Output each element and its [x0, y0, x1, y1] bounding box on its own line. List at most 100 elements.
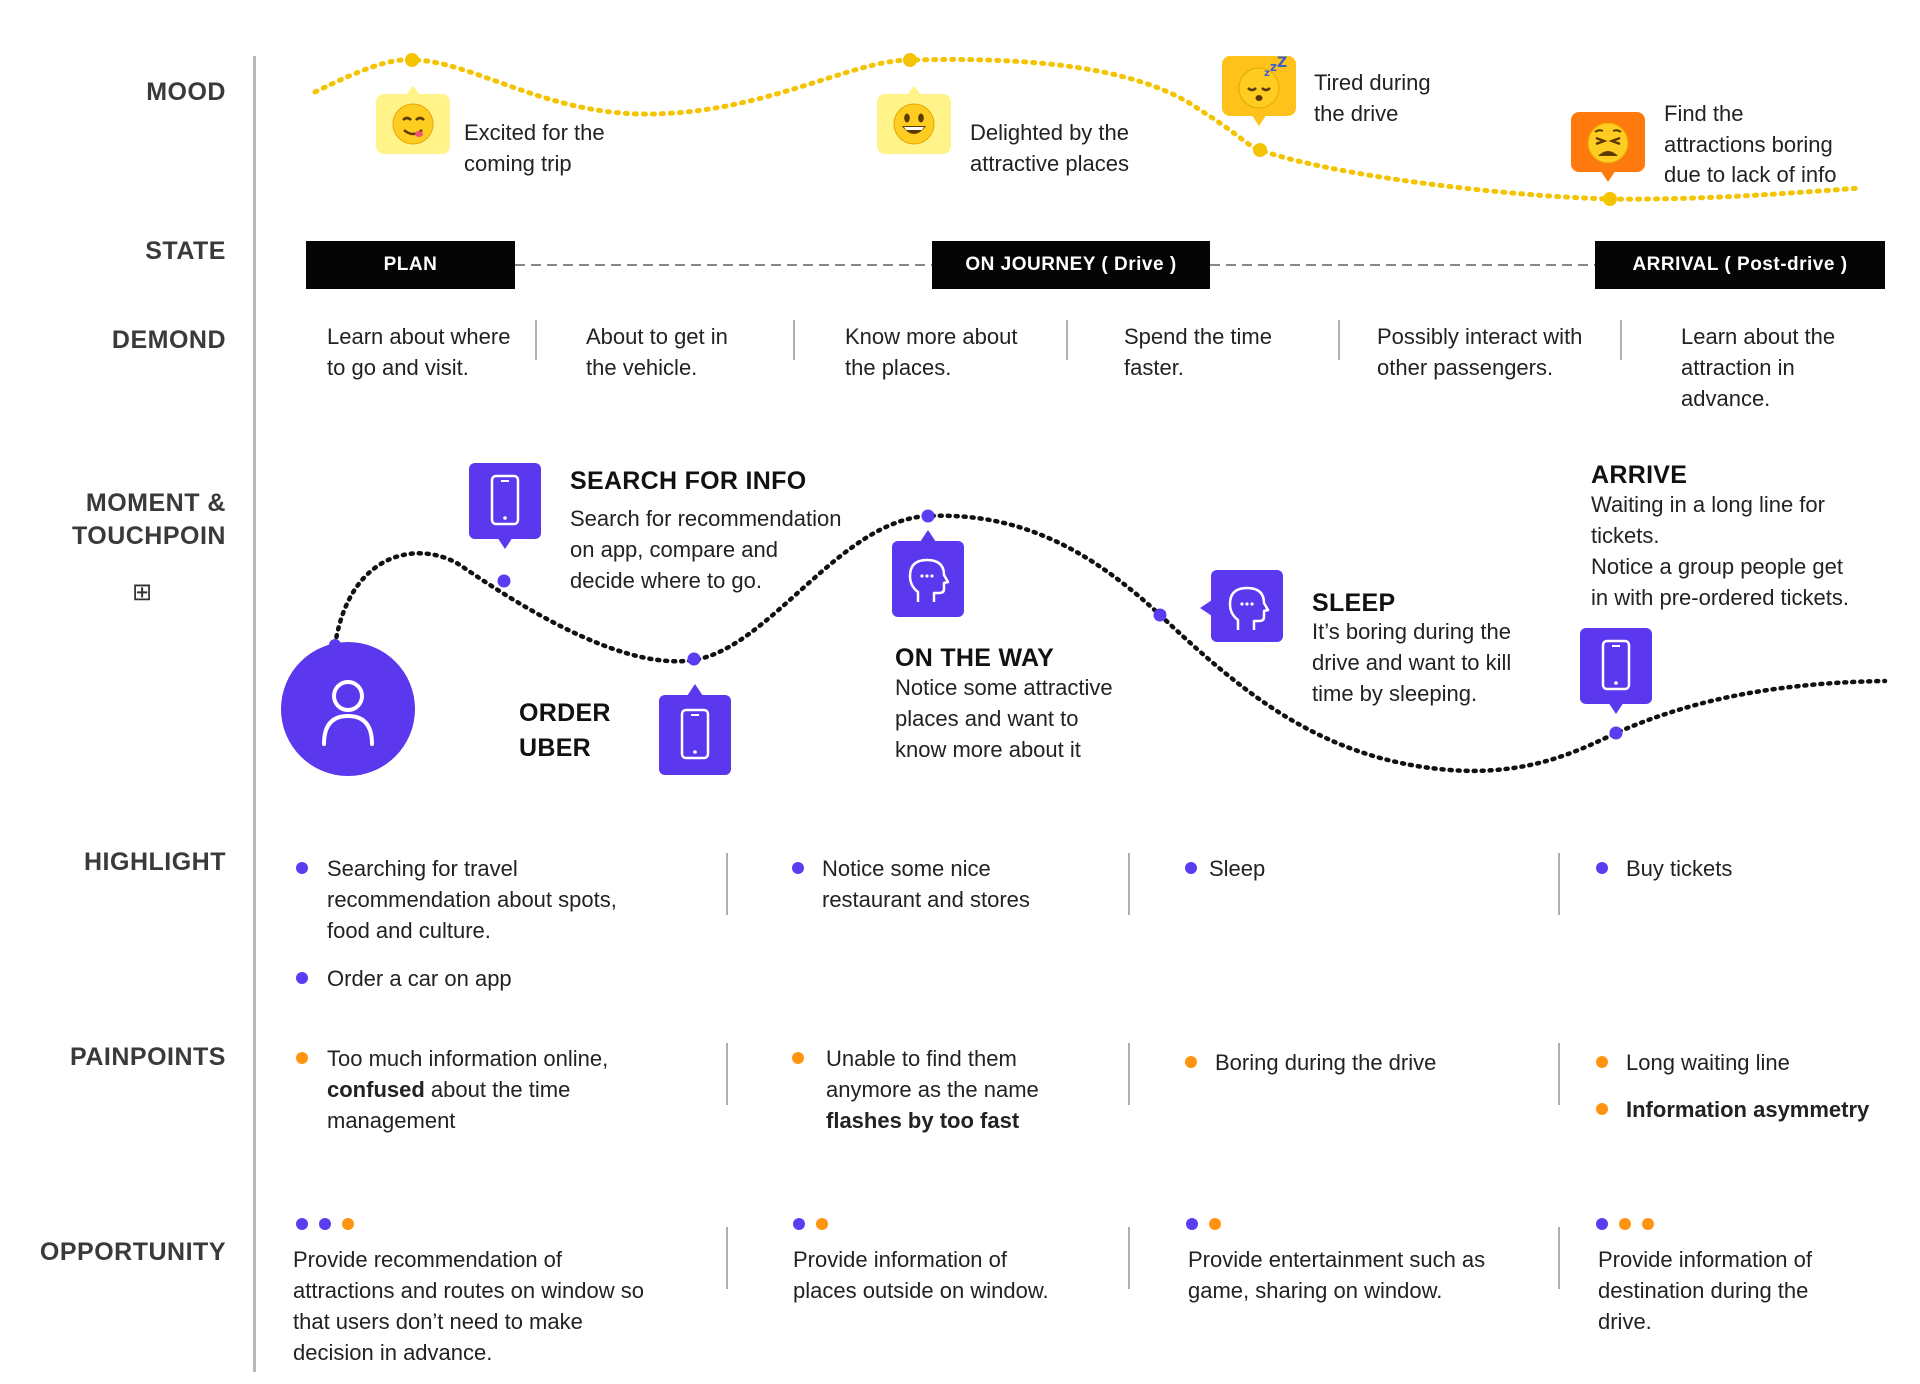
highlight-1a: Searching for travel	[327, 856, 518, 881]
phone-icon	[1580, 628, 1652, 714]
demand-divider	[1338, 320, 1340, 360]
column-divider	[1128, 1043, 1130, 1105]
moment-onway-title: ON THE WAY	[895, 644, 1055, 672]
expand-icon[interactable]: ⊞	[132, 579, 153, 606]
mood-point-1	[405, 53, 419, 67]
mood-text-3a: Tired during	[1314, 70, 1431, 95]
journey-point-order	[687, 652, 701, 666]
highlight-bullet	[792, 862, 804, 874]
user-avatar-icon	[281, 642, 415, 776]
opportunity-dot	[1642, 1218, 1654, 1230]
thinking-head-icon	[1200, 570, 1283, 642]
mood-text-2b: attractive places	[970, 151, 1129, 176]
mood-text-4c: due to lack of info	[1664, 162, 1837, 187]
demand-2b: the vehicle.	[586, 355, 698, 380]
opportunity-2: Provide information of	[793, 1247, 1007, 1272]
journey-point-search	[497, 574, 511, 588]
highlight-bullet	[296, 972, 308, 984]
painpoint-4a: Long waiting line	[1626, 1050, 1790, 1075]
demand-6c: advance.	[1681, 386, 1771, 411]
highlight-1a: recommendation about spots,	[327, 887, 617, 912]
moment-search-title: SEARCH FOR INFO	[570, 467, 807, 495]
row-label-highlight: HIGHLIGHT	[84, 848, 226, 876]
opportunity-1: that users don’t need to make	[293, 1309, 583, 1334]
mood-text-4a: Find the	[1664, 101, 1744, 126]
opportunity-dot	[1619, 1218, 1631, 1230]
opportunity-4: drive.	[1598, 1309, 1652, 1334]
opportunity-3: Provide entertainment such as	[1188, 1247, 1486, 1272]
column-divider	[1558, 1227, 1560, 1289]
demand-divider	[1620, 320, 1622, 360]
opportunity-3: game, sharing on window.	[1188, 1278, 1443, 1303]
row-label-touchpoint: TOUCHPOIN	[71, 522, 226, 550]
opportunity-dot	[319, 1218, 331, 1230]
row-label-demand: DEMOND	[111, 326, 226, 354]
highlight-1b: Order a car on app	[327, 966, 512, 991]
moment-arrive-text: Notice a group people get	[1591, 554, 1843, 579]
row-axis-line	[253, 56, 256, 1372]
row-label-painpoints: PAINPOINTS	[70, 1043, 226, 1071]
highlight-3: Sleep	[1209, 856, 1266, 881]
phone-icon	[659, 684, 731, 775]
thinking-head-icon	[892, 530, 964, 617]
row-label-moment: MOMENT &	[85, 489, 226, 517]
column-divider	[1558, 1043, 1560, 1105]
highlight-1a: food and culture.	[327, 918, 491, 943]
svg-text:z: z	[1270, 60, 1277, 74]
highlight-4: Buy tickets	[1626, 856, 1733, 881]
demand-4a: Spend the time	[1124, 324, 1272, 349]
opportunity-4: destination during the	[1598, 1278, 1809, 1303]
journey-curve	[329, 509, 1888, 774]
row-label-opportunity: OPPORTUNITY	[39, 1238, 226, 1266]
painpoint-1-bold: confused	[327, 1077, 425, 1102]
grin-face-icon	[877, 86, 951, 154]
demand-2a: About to get in	[586, 324, 728, 349]
phone-icon	[469, 463, 541, 549]
journey-point-onway	[921, 509, 935, 523]
yum-face-icon	[376, 86, 450, 154]
opportunity-dot	[1186, 1218, 1198, 1230]
demand-divider	[793, 320, 795, 360]
journey-point-sleep	[1153, 608, 1167, 622]
highlight-2: restaurant and stores	[822, 887, 1030, 912]
svg-text:Z: Z	[1277, 56, 1287, 71]
painpoint-2-bold: flashes by too fast	[826, 1108, 1020, 1133]
row-label-state: STATE	[145, 237, 226, 265]
moment-sleep-text: time by sleeping.	[1312, 681, 1478, 706]
painpoint-1: Too much information online,	[327, 1046, 609, 1071]
state-plan: PLAN	[306, 241, 515, 289]
mood-text-2a: Delighted by the	[970, 120, 1129, 145]
moment-order-title: UBER	[519, 734, 592, 762]
demand-5b: other passengers.	[1377, 355, 1554, 380]
mood-point-3	[1253, 143, 1267, 157]
column-divider	[726, 1227, 728, 1289]
moment-arrive-text: tickets.	[1591, 523, 1660, 548]
demand-divider	[535, 320, 537, 360]
painpoint-bullet	[296, 1052, 308, 1064]
opportunity-dot	[1596, 1218, 1608, 1230]
mood-text-3b: the drive	[1314, 101, 1399, 126]
painpoint-bullet	[1596, 1056, 1608, 1068]
opportunity-dot	[342, 1218, 354, 1230]
moment-arrive-text: in with pre-ordered tickets.	[1591, 585, 1849, 610]
moment-sleep-text: It’s boring during the	[1312, 619, 1511, 644]
moment-search-text: decide where to go.	[570, 568, 763, 593]
demand-6b: attraction in	[1681, 355, 1795, 380]
painpoint-4b: Information asymmetry	[1626, 1097, 1870, 1122]
column-divider	[726, 853, 728, 915]
mood-text-4b: attractions boring	[1664, 132, 1833, 157]
opportunity-dot	[1209, 1218, 1221, 1230]
demand-3b: the places.	[845, 355, 952, 380]
demand-3a: Know more about	[845, 324, 1018, 349]
opportunity-dot	[296, 1218, 308, 1230]
column-divider	[1558, 853, 1560, 915]
painpoint-bullet	[792, 1052, 804, 1064]
column-divider	[1128, 853, 1130, 915]
demand-1a: Learn about where	[327, 324, 511, 349]
mood-text-1a: Excited for the	[464, 120, 605, 145]
demand-5a: Possibly interact with	[1377, 324, 1583, 349]
mood-curve	[312, 53, 1863, 206]
painpoint-1: confused about the time	[327, 1074, 570, 1105]
column-divider	[726, 1043, 728, 1105]
opportunity-1: attractions and routes on window so	[293, 1278, 644, 1303]
